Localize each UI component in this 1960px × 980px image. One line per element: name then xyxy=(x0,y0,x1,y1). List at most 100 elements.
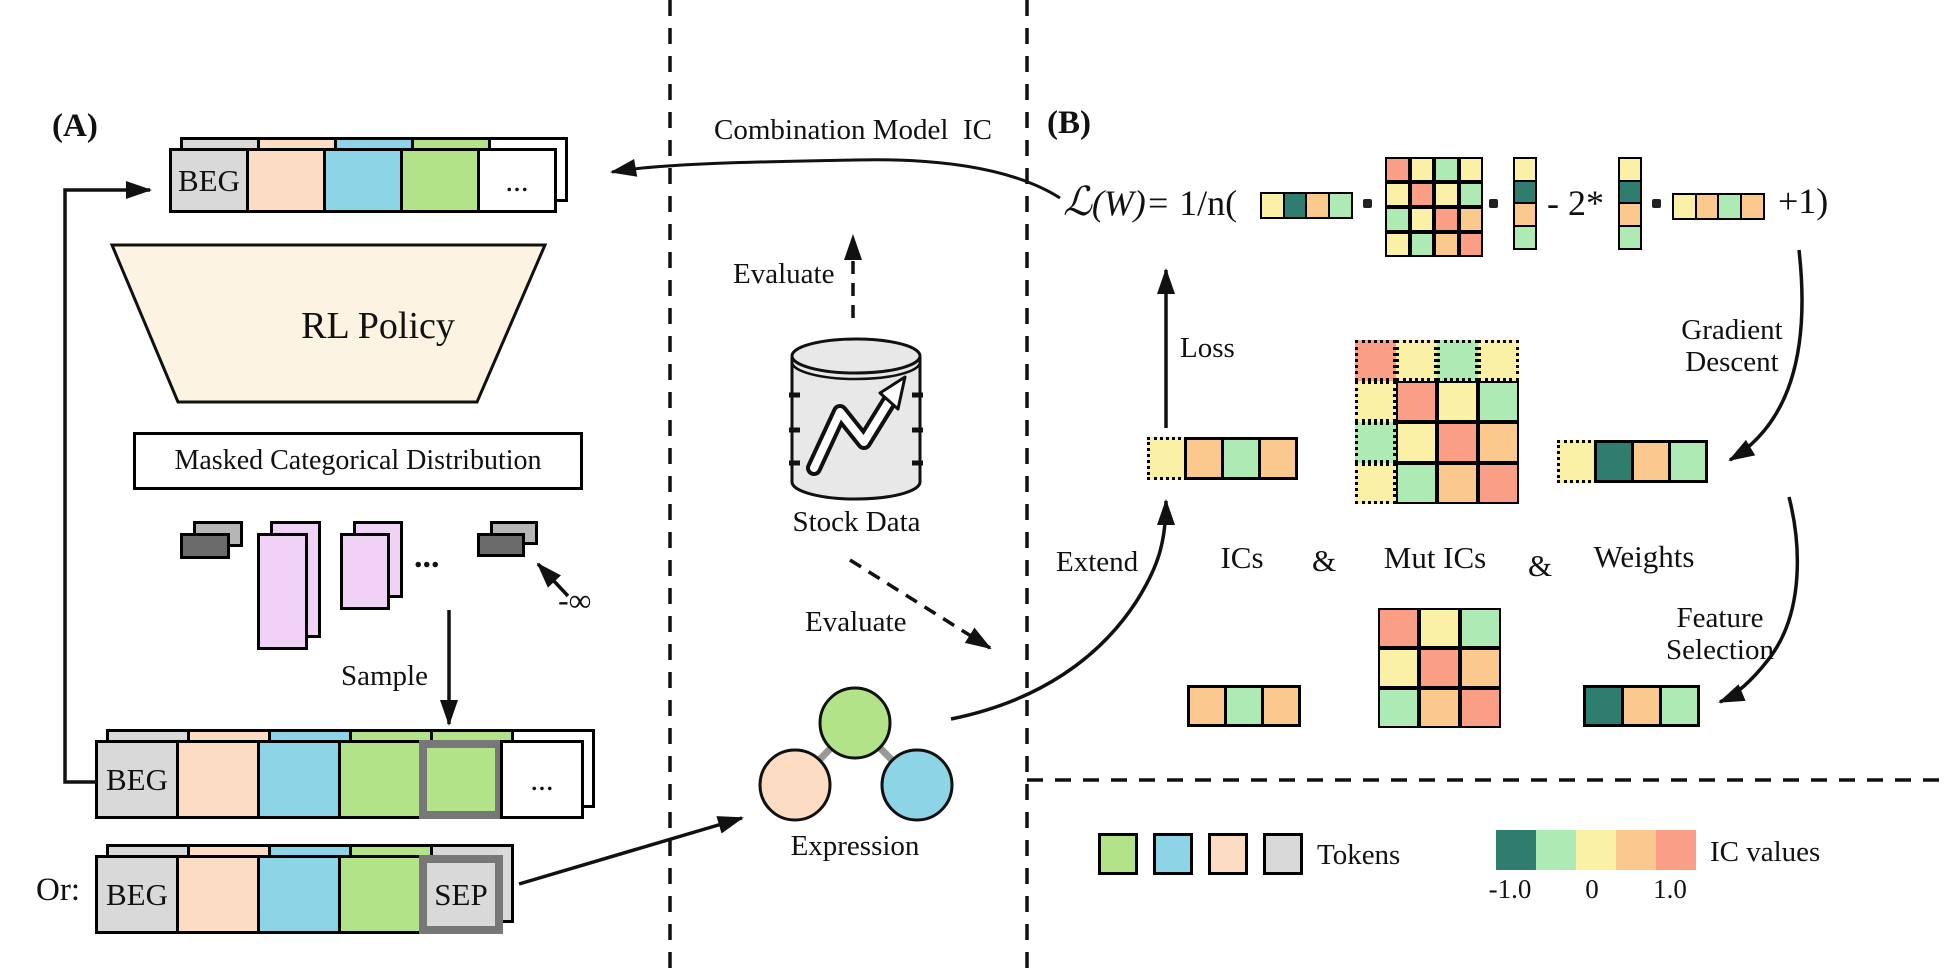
cell-gray xyxy=(1263,833,1303,875)
token-legend-swatches xyxy=(1098,833,1303,875)
cell-yellow xyxy=(1437,381,1478,422)
stock-data-cylinder-icon xyxy=(789,337,923,501)
cell-yellow xyxy=(1419,608,1460,648)
cell-icgreen xyxy=(1618,224,1642,250)
cell-green xyxy=(1098,833,1138,875)
rl-policy-label: RL Policy xyxy=(301,305,455,347)
bottom-ics-matrix xyxy=(1378,608,1501,728)
cell-orange xyxy=(1513,202,1537,227)
cell-orange xyxy=(1437,463,1478,504)
selection-line: Selection xyxy=(1666,634,1774,667)
formula-minus2: - 2* xyxy=(1547,183,1604,223)
cell-salmon xyxy=(1355,340,1396,381)
cell-yellow xyxy=(1409,157,1434,182)
formula-n: 1/n( xyxy=(1179,183,1238,223)
bottom-weights-row xyxy=(1583,685,1700,727)
cell-white: ... xyxy=(477,148,557,213)
expression-node-green xyxy=(818,686,892,760)
cell-yellow xyxy=(1434,182,1459,207)
cell-gray: BEG xyxy=(95,740,179,819)
cell-icgreen xyxy=(1458,182,1483,207)
cell-teal xyxy=(1583,685,1624,727)
cell-yellow xyxy=(1378,648,1419,688)
cell-icgreen xyxy=(1659,685,1700,727)
cell-salmon xyxy=(1434,207,1459,232)
formula-w: (W)= xyxy=(1091,183,1180,223)
panel-b-label: (B) xyxy=(1047,105,1091,141)
logit-bar-purple-2 xyxy=(340,533,390,610)
cell-yellow xyxy=(1385,182,1410,207)
logit-bar-gray-2 xyxy=(477,533,525,557)
stock-data-label: Stock Data xyxy=(792,506,921,538)
cell-icgreen xyxy=(1224,685,1264,727)
cell-salmon xyxy=(1458,232,1483,257)
cell-salmon xyxy=(1378,608,1419,648)
cell-salmon xyxy=(1409,182,1434,207)
cell-salmon xyxy=(1385,157,1410,182)
loss-formula-prefix: ℒ(W)= 1/n( xyxy=(1063,178,1237,225)
expression-node-blue xyxy=(880,748,954,822)
cell-icgreen xyxy=(1385,207,1410,232)
token-row-top: BEG... xyxy=(169,148,557,213)
cell-yellow xyxy=(1355,381,1396,422)
cell-orange xyxy=(1694,193,1720,220)
cell-blue xyxy=(257,740,341,819)
feature-selection-arrow xyxy=(1718,496,1800,704)
cell-icgreen xyxy=(1717,193,1742,220)
cell-orange xyxy=(1618,202,1642,227)
cell-orange xyxy=(1261,685,1301,727)
multiply-dot-1 xyxy=(1363,199,1372,208)
formula-ic-col-vector-1 xyxy=(1513,157,1537,250)
token-row-sampled: BEG... xyxy=(95,740,584,819)
expression-node-peach xyxy=(758,748,832,822)
cell-orange xyxy=(1184,437,1224,480)
cell-icgreen xyxy=(1437,340,1478,381)
sample-label: Sample xyxy=(341,660,428,692)
cell-orange xyxy=(1460,648,1501,688)
mut-ics-label: Mut ICs xyxy=(1383,540,1487,575)
cell-yellow xyxy=(1557,440,1597,483)
cell-teal xyxy=(1282,192,1308,219)
cell-green xyxy=(400,148,480,213)
masked-categorical-box: Masked Categorical Distribution xyxy=(133,432,583,490)
expression-tree xyxy=(758,686,954,822)
cell-blue xyxy=(1153,833,1193,875)
cell-teal xyxy=(1594,440,1634,483)
logit-bar-purple-1 xyxy=(257,533,308,650)
evaluate-bottom-label: Evaluate xyxy=(805,606,907,638)
extend-arrow xyxy=(950,499,1175,721)
cell-icgreen xyxy=(1355,422,1396,463)
tokens-legend-label: Tokens xyxy=(1317,839,1401,871)
cell-yellow xyxy=(1260,192,1285,219)
cell-orange xyxy=(1478,422,1519,463)
cell-yellow xyxy=(1672,193,1697,220)
extended-ics-row xyxy=(1147,437,1298,480)
cell-teal xyxy=(1513,179,1537,205)
cell-salmon xyxy=(1656,830,1696,870)
cell-salmon xyxy=(1437,422,1478,463)
cell-orange xyxy=(1616,830,1656,870)
cell-yellow xyxy=(1576,830,1616,870)
cell-yellow xyxy=(1147,437,1187,480)
cell-gray: BEG xyxy=(169,148,249,213)
cell-blue xyxy=(323,148,403,213)
scale-tick-0: 0 xyxy=(1585,874,1599,904)
cell-orange xyxy=(1419,688,1460,728)
mut-ics-matrix xyxy=(1355,340,1519,504)
ic-color-scale xyxy=(1496,830,1696,870)
combination-ic-label: Combination Model IC xyxy=(714,114,992,146)
ics-label: ICs xyxy=(1220,540,1264,575)
cell-yellow xyxy=(1385,232,1410,257)
cell-icgreen xyxy=(1409,232,1434,257)
formula-mutic-matrix xyxy=(1385,157,1483,257)
bottom-ics-row xyxy=(1187,685,1301,727)
weights-label: Weights xyxy=(1593,539,1695,574)
formula-weight-row-vector xyxy=(1672,193,1765,220)
cell-green xyxy=(338,740,422,819)
cell-orange xyxy=(1187,685,1227,727)
formula-plus1: +1) xyxy=(1778,181,1829,221)
